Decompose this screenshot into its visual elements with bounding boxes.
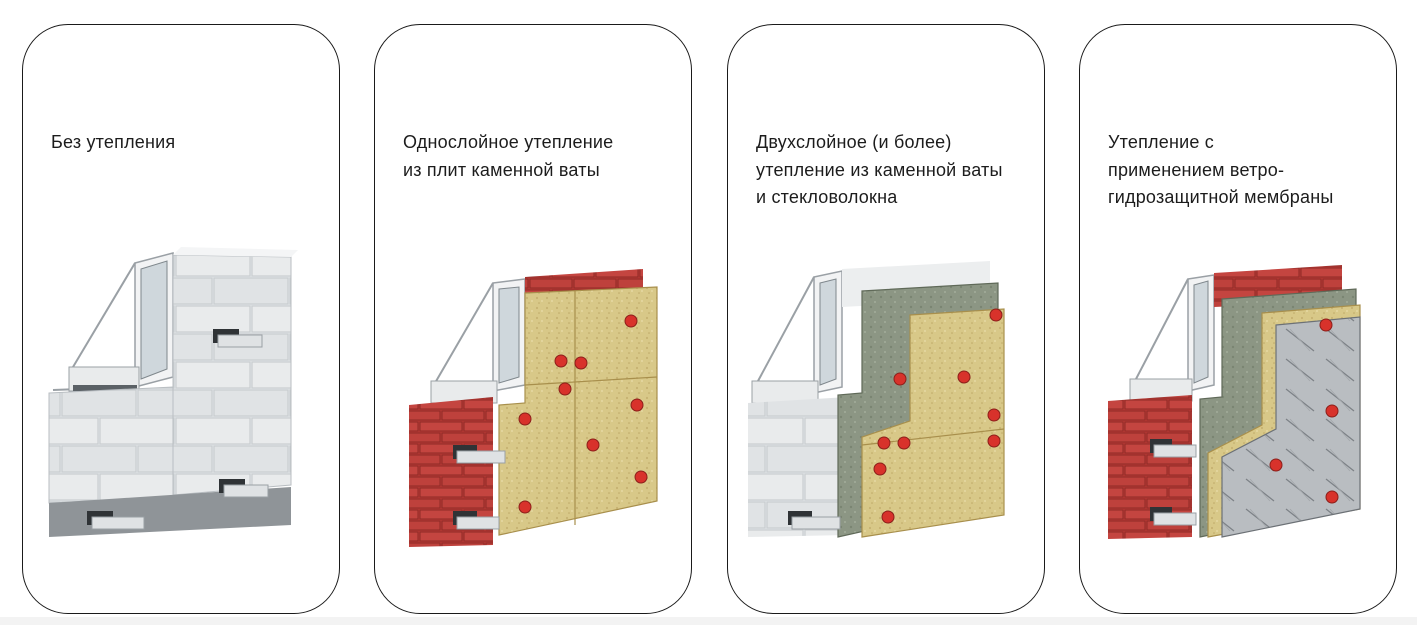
membrane-insulated-wall-illustration [1108, 265, 1361, 539]
bracket-icon [1150, 439, 1197, 526]
single-layer-stone-wool-wall-illustration [409, 269, 658, 547]
card-title: Двухслойное (и более) утепление из камен… [756, 132, 1003, 207]
card-no-insulation: Без утепления [22, 24, 340, 614]
card-membrane: Утепление с применением ветро- гидрозащи… [1079, 24, 1397, 614]
window-frame-icon [751, 270, 843, 404]
uninsulated-block-wall-illustration [48, 247, 298, 537]
window-frame-icon [430, 278, 526, 404]
dowel-icon [873, 308, 1003, 524]
card-double-layer: Двухслойное (и более) утепление из камен… [727, 24, 1045, 614]
double-layer-stone-wool-fiberglass-wall-illustration [748, 261, 1005, 538]
bottom-strip [0, 617, 1417, 625]
bracket-icon [453, 445, 506, 530]
window-frame-icon [52, 252, 174, 392]
window-frame-icon [1129, 274, 1215, 402]
card-single-layer: Однослойное утепление из плит каменной в… [374, 24, 692, 614]
bracket-icon [87, 329, 269, 530]
card-title: Однослойное утепление из плит каменной в… [403, 132, 614, 180]
dowel-icon [518, 314, 648, 514]
card-title: Утепление с применением ветро- гидрозащи… [1108, 132, 1334, 207]
card-title: Без утепления [51, 132, 176, 152]
bracket-icon [788, 511, 841, 530]
dowel-icon [1269, 318, 1339, 504]
